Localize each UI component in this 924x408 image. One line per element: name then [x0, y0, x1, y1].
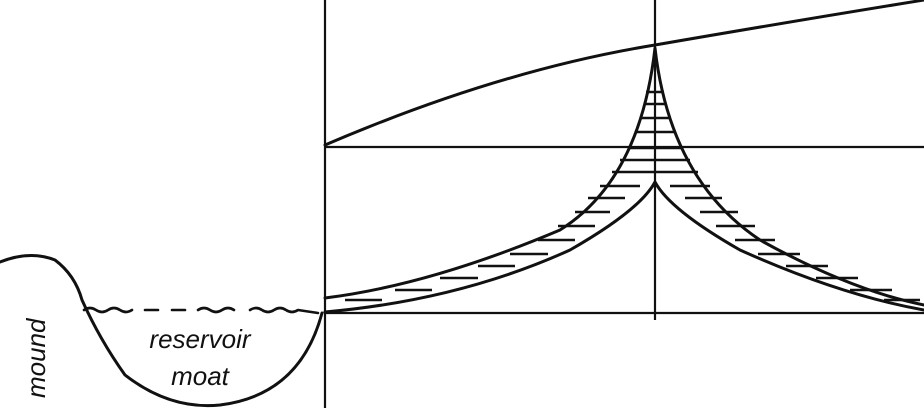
rising-curve: [323, 0, 924, 147]
reservoir-label: reservoir: [149, 324, 251, 354]
mound-label: mound: [21, 317, 51, 398]
moat-label: moat: [171, 361, 231, 391]
hatched-cusp-region: [323, 46, 924, 314]
mound-outline: [0, 254, 324, 408]
water-surface-line: [82, 306, 320, 315]
